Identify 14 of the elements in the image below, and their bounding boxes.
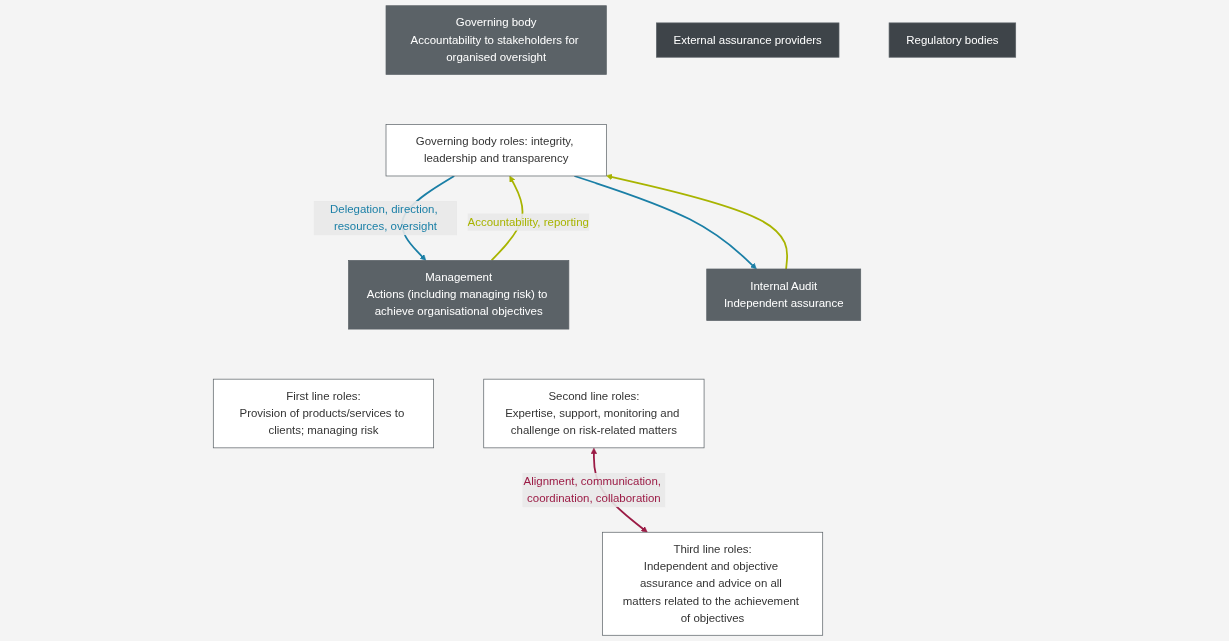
node-box: External assurance providers	[656, 22, 840, 58]
node-box: Governing body roles: integrity, leadership and transparency	[385, 124, 607, 177]
arrow	[606, 173, 789, 270]
node-box: Management Actions (including managing risk) to achieve organisational objectives	[348, 260, 570, 330]
node-box: Second line roles: Expertise, support, monitoring and challenge on risk-related matters	[483, 378, 705, 449]
edge-label: Accountability, reporting	[467, 215, 589, 228]
node-box: Third line roles: Independent and objective assurance and advice on all matters related to the achievement of objectives	[602, 531, 824, 636]
node-box: Governing body Accountability to stakeholders for organised oversight	[385, 5, 607, 75]
arrow	[573, 175, 757, 270]
node-box: First line roles: Provision of products/services to clients; managing risk	[212, 378, 434, 449]
edge-label: Delegation, direction, resources, oversight	[330, 203, 438, 233]
node-box: Regulatory bodies	[888, 22, 1017, 58]
edge-label: Alignment, communication, coordination, collaboration	[523, 475, 662, 505]
node-box: Internal Audit Independent assurance	[706, 268, 862, 321]
